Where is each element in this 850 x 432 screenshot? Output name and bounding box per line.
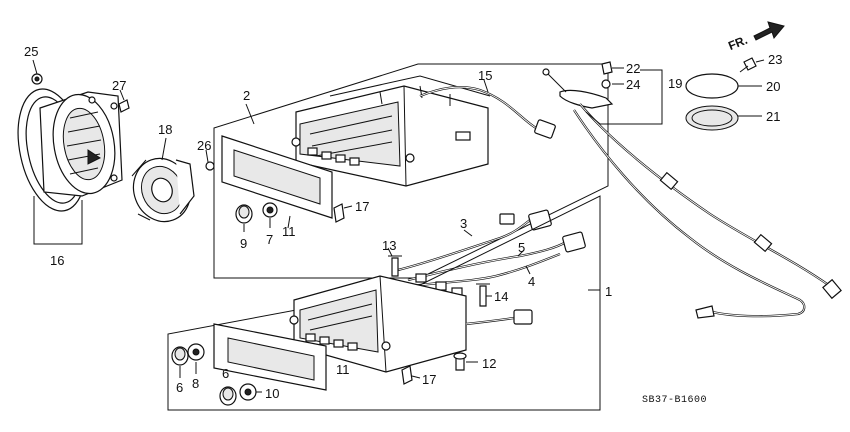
callout-labels: 1 2 3 4 5 6 6 7 8 9 10 11 11 12 13 14 15…	[24, 44, 782, 401]
callout-13: 13	[382, 238, 396, 253]
callout-16: 16	[50, 253, 64, 268]
callout-4: 4	[528, 274, 535, 289]
harness-group	[387, 209, 586, 307]
callout-6a: 6	[176, 380, 183, 395]
callout-8: 8	[192, 376, 199, 391]
callout-17b: 17	[422, 372, 436, 387]
callout-23: 23	[768, 52, 782, 67]
callout-25: 25	[24, 44, 38, 59]
callout-20: 20	[766, 79, 780, 94]
callout-22: 22	[626, 61, 640, 76]
callout-5: 5	[518, 240, 525, 255]
diagram-code: SB37-B1600	[642, 395, 707, 406]
callout-18: 18	[158, 122, 172, 137]
callout-3: 3	[460, 216, 467, 231]
callout-26: 26	[197, 138, 211, 153]
callout-9: 9	[240, 236, 247, 251]
callout-11b: 11	[336, 362, 350, 377]
direction-label: FR.	[726, 33, 749, 53]
speaker-group	[17, 59, 195, 245]
callout-7: 7	[266, 232, 273, 247]
callout-12: 12	[482, 356, 496, 371]
callout-1: 1	[605, 284, 612, 299]
callout-15: 15	[478, 68, 492, 83]
radio-assembly-2	[205, 63, 609, 279]
callout-6b: 6	[222, 366, 229, 381]
callout-10: 10	[265, 386, 279, 401]
callout-21: 21	[766, 109, 780, 124]
callout-11a: 11	[282, 224, 296, 239]
antenna-group	[542, 21, 842, 319]
radio-assembly-1	[167, 195, 601, 411]
callout-27: 27	[112, 78, 126, 93]
callout-14: 14	[494, 289, 508, 304]
callout-2: 2	[243, 88, 250, 103]
callout-19: 19	[668, 76, 682, 91]
callout-24: 24	[626, 77, 640, 92]
callout-17a: 17	[355, 199, 369, 214]
